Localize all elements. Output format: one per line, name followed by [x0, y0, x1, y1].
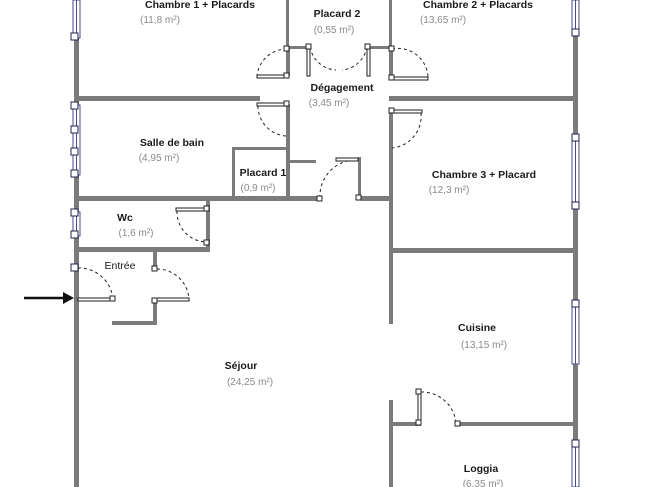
door-chambre1 — [256, 45, 290, 79]
wall-entree-right-b — [153, 300, 157, 325]
window-chambre1-left — [70, 0, 81, 41]
room-area-chambre3: (12,3 m²) — [429, 185, 470, 196]
room-name-chambre2: Chambre 2 + Placards — [423, 0, 533, 11]
doors — [77, 43, 461, 427]
room-name-salle-de-bain: Salle de bain — [140, 137, 204, 149]
room-area-loggia: (6,35 m²) — [463, 479, 504, 487]
room-name-wc: Wc — [117, 212, 133, 224]
wall-corridor-left-a — [286, 49, 290, 76]
room-area-cuisine: (13,15 m²) — [461, 340, 507, 351]
door-entree-sejour — [151, 265, 190, 304]
wall-placard1-top — [232, 147, 289, 150]
window-chambre2-right — [571, 0, 580, 37]
window-loggia-right — [571, 439, 580, 487]
door-entree — [77, 267, 116, 302]
room-area-salle-de-bain: (4,95 m²) — [139, 153, 180, 164]
window-salle-de-bain-left — [70, 101, 81, 178]
window-wc-left — [70, 208, 81, 239]
wall-h198-left — [74, 196, 319, 201]
room-area-placard2: (0,55 m²) — [314, 25, 355, 36]
room-name-entree: Entrée — [105, 260, 136, 272]
wall-wc-bottom — [74, 247, 210, 252]
wall-h98-right — [389, 96, 578, 101]
door-chambre3 — [388, 107, 423, 149]
wall-loggia-left — [389, 400, 393, 487]
wall-entree-right-a — [153, 252, 157, 270]
wall-entree-bottom — [112, 321, 157, 325]
wall-placard2-bottom-left — [286, 46, 308, 49]
door-wc — [175, 205, 210, 246]
room-name-sejour: Séjour — [225, 360, 258, 372]
wall-right-outer — [573, 0, 578, 487]
wall-left-outer — [74, 0, 79, 487]
door-placard1 — [316, 157, 362, 202]
wall-placard2-bottom-right — [369, 46, 392, 49]
wall-h198-right — [361, 196, 393, 201]
wall-placard2-right — [389, 0, 392, 49]
room-name-cuisine: Cuisine — [458, 322, 496, 334]
door-chambre2 — [388, 45, 429, 81]
wall-corridor-left-b — [286, 104, 290, 200]
room-name-placard1: Placard 1 — [240, 167, 287, 179]
wall-chambre3-bottom — [389, 248, 578, 253]
room-name-loggia: Loggia — [464, 463, 499, 475]
windows — [70, 0, 580, 487]
wall-placard1-stub — [286, 160, 316, 163]
room-area-degagement: (3,45 m²) — [309, 98, 350, 109]
wall-corridor-right-b — [389, 112, 393, 324]
room-name-placard2: Placard 2 — [314, 8, 361, 20]
wall-corridor-right-a — [389, 49, 393, 77]
window-chambre3-right — [571, 133, 580, 210]
wall-corridor-inner-stub — [358, 157, 361, 200]
wall-loggia-top-a — [389, 422, 421, 426]
wall-placard1-left — [232, 147, 235, 200]
room-name-degagement: Dégagement — [310, 82, 374, 94]
entrance-arrow-icon — [24, 292, 74, 304]
wall-loggia-top-b — [458, 422, 578, 426]
wall-h98-left — [74, 96, 260, 101]
walls — [74, 0, 578, 487]
room-area-sejour: (24,25 m²) — [227, 377, 273, 388]
door-loggia — [415, 388, 461, 427]
wall-h98-stub — [389, 96, 401, 101]
room-name-chambre1: Chambre 1 + Placards — [145, 0, 255, 11]
door-placard2 — [305, 43, 371, 77]
window-cuisine-right — [571, 299, 580, 365]
window-entree-left — [70, 263, 79, 272]
room-area-chambre2: (13,65 m²) — [420, 15, 466, 26]
room-name-chambre3: Chambre 3 + Placard — [432, 169, 536, 181]
wall-placard2-left — [286, 0, 289, 49]
room-labels: Chambre 1 + Placards (11,8 m²) Placard 2… — [105, 0, 537, 487]
room-area-chambre1: (11,8 m²) — [140, 15, 180, 26]
room-area-placard1: (0,9 m²) — [241, 183, 276, 194]
wall-wc-right — [206, 200, 210, 252]
door-salle-de-bain — [256, 100, 290, 137]
room-area-wc: (1,6 m²) — [119, 228, 154, 239]
